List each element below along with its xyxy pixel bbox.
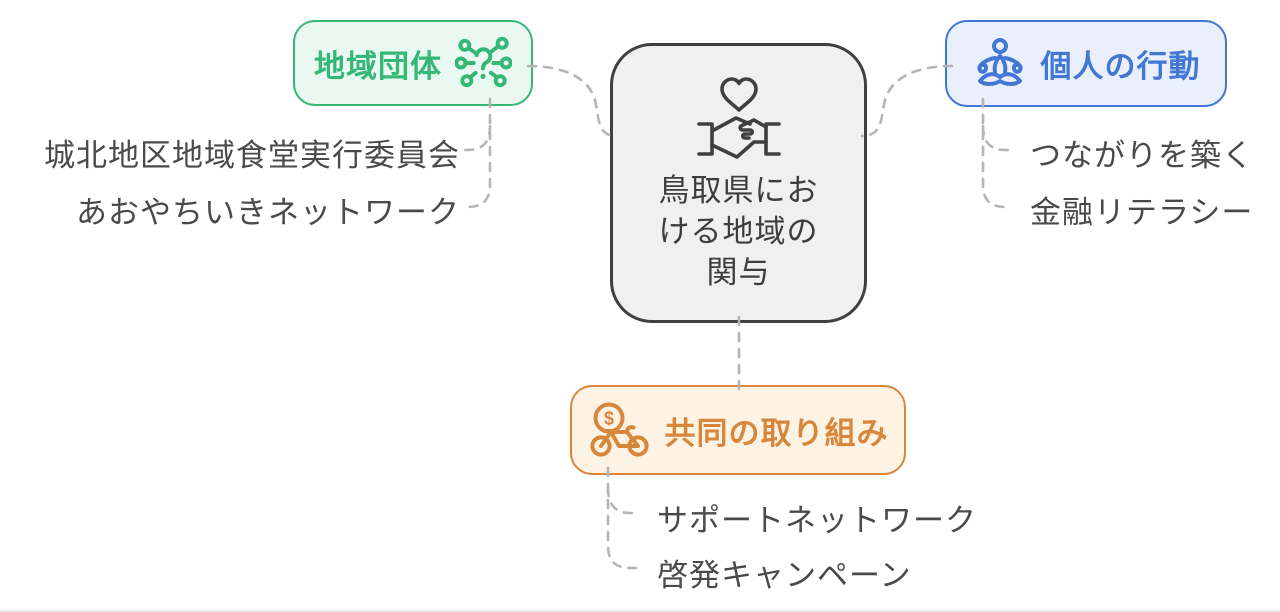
center-label-line-1: 鳥取県にお <box>658 173 819 208</box>
branch-label: 個人の行動 <box>1040 49 1201 84</box>
connector-green-to-center <box>526 64 618 138</box>
connector-green-leaf-1 <box>458 124 492 152</box>
branch-label: 地域団体 <box>314 48 442 84</box>
connector-blue-leaf-2 <box>981 97 1012 209</box>
connector-orange-leaf-1 <box>606 486 638 515</box>
branch-node-community-groups: 地域団体 <box>293 20 533 106</box>
connector-orange-leaf-2 <box>606 466 638 570</box>
connector-blue-leaf-1 <box>981 124 1015 152</box>
center-node: 鳥取県にお ける地域の 関与 <box>610 43 867 323</box>
leaf-item: 城北地区地域食堂実行委員会 <box>44 138 460 173</box>
branch-node-individual-actions: 個人の行動 <box>945 20 1227 107</box>
leaf-item: つながりを築く <box>1030 138 1254 173</box>
connector-blue-to-center <box>860 64 954 138</box>
center-label-line-2: ける地域の <box>658 214 819 249</box>
bottom-divider <box>0 610 1280 612</box>
branch-node-collaborative-initiatives: $ 共同の取り組み <box>570 385 906 475</box>
leaf-item: 啓発キャンペーン <box>657 558 912 593</box>
center-label-line-3: 関与 <box>706 255 771 290</box>
meditation-person-icon <box>976 37 1023 86</box>
branch-label: 共同の取り組み <box>664 415 889 451</box>
heart-handshake-icon <box>696 77 781 159</box>
leaf-item: 金融リテラシー <box>1030 195 1254 230</box>
svg-text:$: $ <box>603 409 613 429</box>
connector-green-leaf-2 <box>461 97 492 209</box>
leaf-item: サポートネットワーク <box>657 503 977 538</box>
leaf-item: あおやちいきネットワーク <box>76 195 460 230</box>
money-bicycle-icon: $ <box>589 402 649 457</box>
network-question-icon <box>455 36 512 88</box>
center-node-label: 鳥取県にお ける地域の 関与 <box>659 170 819 293</box>
